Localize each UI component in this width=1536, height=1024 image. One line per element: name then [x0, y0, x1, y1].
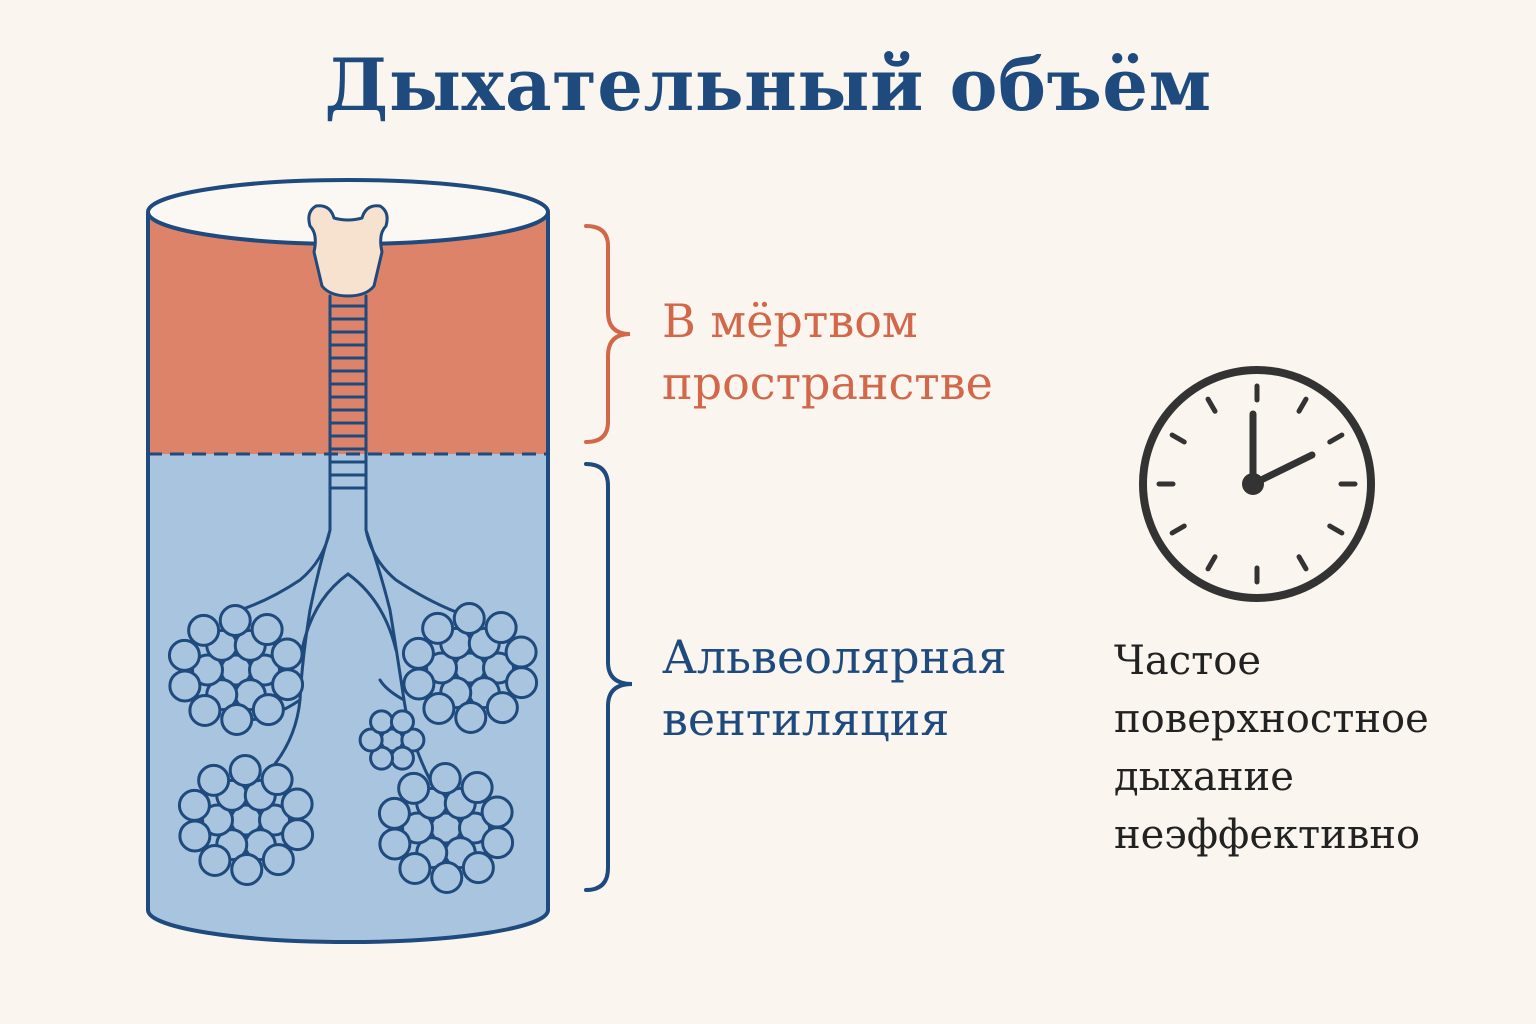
- alveolus: [228, 754, 262, 788]
- alveolus: [358, 727, 384, 753]
- alveolar-label-line2: вентиляция: [662, 692, 950, 746]
- dead-space-label: В мёртвом пространстве: [662, 290, 993, 414]
- alveolus: [250, 613, 284, 647]
- alveolus: [248, 653, 281, 687]
- alveolus: [168, 669, 202, 703]
- alveolus: [421, 611, 455, 645]
- alveolus: [198, 843, 232, 877]
- alveolus: [271, 668, 305, 702]
- alveolus: [201, 803, 234, 837]
- clock-tick: [1169, 523, 1187, 536]
- alveolus: [452, 602, 486, 636]
- alveolus: [260, 763, 294, 797]
- alveolar-brace: [584, 462, 633, 892]
- alveolus: [485, 691, 519, 725]
- alveolus: [230, 852, 264, 886]
- diagram-title: Дыхательный объём: [324, 42, 1212, 127]
- alveolus: [481, 826, 515, 860]
- alveolus: [378, 827, 412, 861]
- alveolus: [422, 691, 456, 725]
- alveolus: [505, 666, 539, 700]
- alveolus: [167, 638, 201, 672]
- alveolus: [400, 727, 426, 753]
- clock-tick: [1327, 523, 1345, 536]
- cylinder-bottom: [146, 909, 550, 944]
- clock-icon: [1139, 366, 1375, 602]
- alveolar-ventilation-label: Альвеолярная вентиляция: [662, 626, 1007, 750]
- alveolus: [484, 611, 518, 645]
- carina: [300, 572, 398, 652]
- alveolus: [281, 818, 315, 852]
- alveolus: [425, 651, 458, 685]
- alveolus: [251, 693, 285, 727]
- alveolus: [402, 667, 436, 701]
- alveolus: [270, 637, 304, 671]
- alveolus: [389, 709, 415, 735]
- shallow-breathing-note: Частое поверхностное дыхание неэффективн…: [1114, 632, 1429, 864]
- clock-tick: [1296, 396, 1309, 414]
- alveolus: [482, 651, 515, 685]
- alveolus: [369, 709, 395, 735]
- alveolus: [454, 700, 488, 734]
- note-line: поверхностное: [1114, 696, 1429, 742]
- dead-space-label-line1: В мёртвом: [662, 294, 918, 348]
- alveolus: [430, 860, 464, 894]
- alveolus: [187, 613, 221, 647]
- note-line: дыхание: [1114, 754, 1294, 800]
- clock-tick: [1205, 554, 1218, 572]
- alveolus: [191, 653, 224, 687]
- dead-space-label-line2: пространстве: [662, 356, 993, 410]
- alveoli-clusters: [167, 602, 539, 894]
- alveolus: [401, 811, 434, 845]
- alveolus: [377, 796, 411, 830]
- alveolus: [369, 745, 395, 771]
- alveolus: [397, 771, 431, 805]
- alveolus: [504, 635, 538, 669]
- alveolus: [177, 788, 211, 822]
- clock-tick: [1205, 396, 1218, 414]
- alveolus: [401, 636, 435, 670]
- alveolus: [261, 843, 295, 877]
- alveolus: [480, 795, 514, 829]
- larynx: [307, 204, 389, 298]
- alveolus: [280, 787, 314, 821]
- alveolus: [178, 819, 212, 853]
- alveolus: [461, 851, 495, 885]
- alveolus: [460, 771, 494, 805]
- alveolus: [220, 702, 254, 736]
- alveolus: [188, 693, 222, 727]
- alveolus: [458, 811, 491, 845]
- alveolus: [197, 763, 231, 797]
- alveolus: [398, 851, 432, 885]
- note-line: неэффективно: [1114, 812, 1421, 858]
- alveolus: [218, 604, 252, 638]
- alveolus: [389, 745, 415, 771]
- dead-space-brace: [584, 224, 631, 444]
- alveolus: [258, 803, 291, 837]
- alveolar-label-line1: Альвеолярная: [662, 630, 1007, 684]
- trachea: [328, 294, 368, 500]
- clock-tick: [1296, 554, 1309, 572]
- note-line: Частое: [1114, 638, 1262, 684]
- clock-tick: [1169, 432, 1187, 445]
- clock-center: [1242, 473, 1264, 495]
- airway-illustration: [238, 204, 458, 782]
- clock-tick: [1327, 432, 1345, 445]
- alveolus: [428, 762, 462, 796]
